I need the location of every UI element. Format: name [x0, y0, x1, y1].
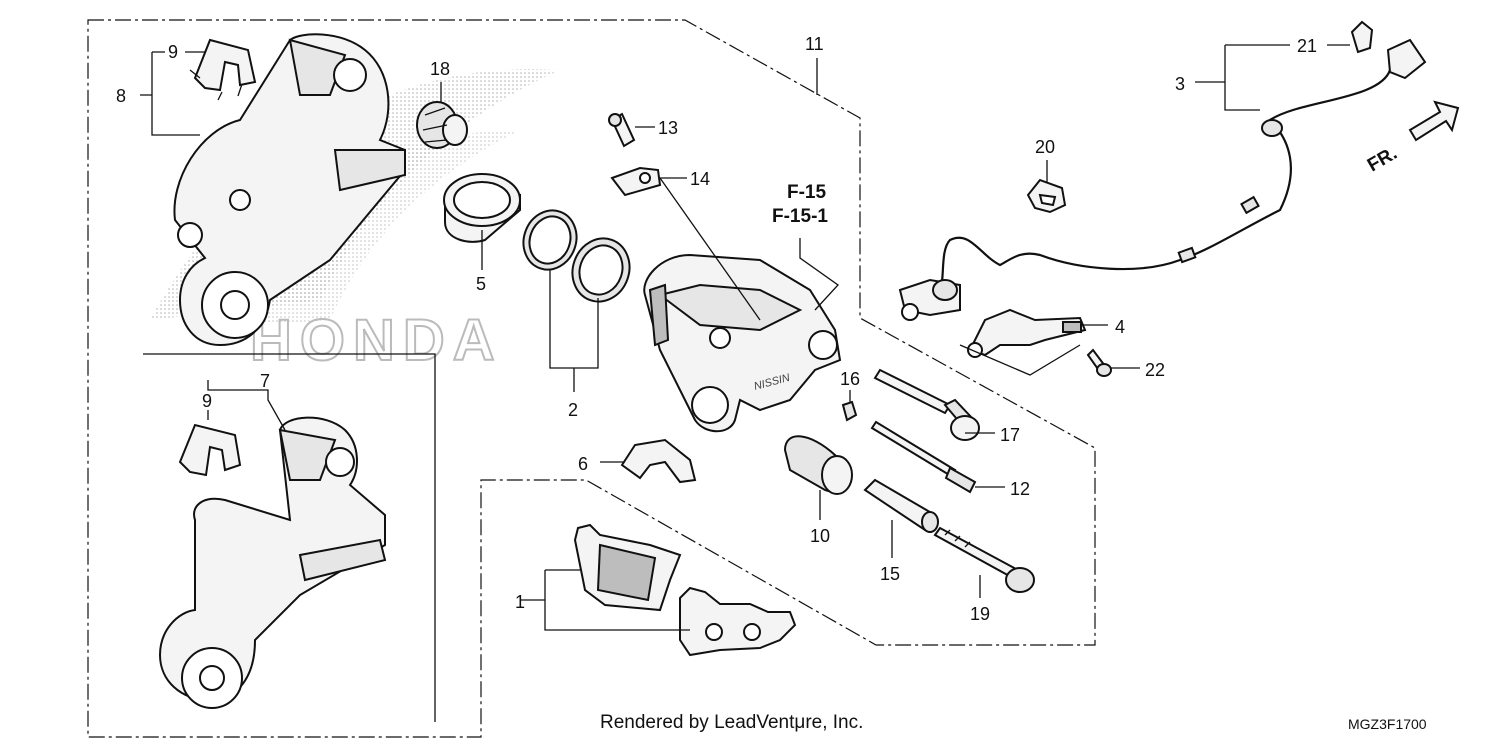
callout-16: 16: [840, 369, 860, 389]
front-direction-label: FR.: [1364, 143, 1401, 176]
honda-watermark-text: HONDA: [250, 308, 503, 373]
caliper-bracket-7: [158, 416, 387, 709]
leader-lines: [140, 44, 1350, 631]
bolt-22: [1086, 348, 1112, 377]
pad-spring-9-top: [189, 38, 257, 101]
callout-3: 3: [1175, 74, 1185, 94]
callout-8: 8: [116, 86, 126, 106]
assembly-outline-main: [87, 19, 1096, 738]
callout-12: 12: [1010, 479, 1030, 499]
bleeder-screw-13: [608, 112, 636, 148]
piston-5: [443, 173, 521, 243]
cap-14: [610, 166, 662, 197]
callout-5: 5: [476, 274, 486, 294]
callout-11: 11: [805, 34, 824, 54]
callout-4: 4: [1115, 317, 1125, 337]
callout-13: 13: [658, 118, 678, 138]
callout-18: 18: [430, 59, 450, 79]
nut-16: [841, 400, 858, 422]
seal-set-2: [522, 209, 631, 303]
pad-retainer-6: [620, 438, 697, 484]
callout-17: 17: [1000, 425, 1020, 445]
front-direction-arrow: FR.: [1364, 100, 1460, 176]
clip-21: [1350, 20, 1374, 54]
pin-bolt-17: [873, 368, 980, 441]
brake-pads-1: [573, 523, 797, 657]
callout-10: 10: [810, 526, 830, 546]
caliper-bracket-8: [173, 33, 406, 347]
caliper-body-11: NISSIN: [643, 253, 842, 433]
callout-9-lower: 9: [202, 391, 212, 411]
bolt-19: [933, 526, 1035, 593]
callout-9-top: 9: [168, 42, 178, 62]
sensor-bracket-4: [967, 308, 1087, 358]
abs-sensor-3: [898, 38, 1427, 321]
reference-f-15-1: F-15-1: [772, 206, 828, 227]
boot-10: [783, 435, 853, 495]
callout-7: 7: [260, 371, 270, 391]
render-credit: Rendered by LeadVentμre, Inc.: [600, 712, 864, 733]
callout-1: 1: [515, 592, 525, 612]
reference-f-15: F-15: [787, 182, 827, 203]
drawing-code: MGZ3F1700: [1348, 716, 1427, 732]
callout-6: 6: [578, 454, 588, 474]
callout-20: 20: [1035, 137, 1055, 157]
sleeve-15: [863, 478, 939, 533]
callout-21: 21: [1297, 36, 1317, 56]
callout-22: 22: [1145, 360, 1165, 380]
reference-codes: F-15 F-15-1: [772, 182, 828, 227]
pad-spring-9-lower: [178, 423, 242, 477]
callout-labels: 1 2 3 4 5 6 7 8 9 9 10 11 12 13 14 15 16…: [116, 34, 1317, 624]
callout-14: 14: [690, 169, 710, 189]
bracket-box-outline: [143, 353, 436, 722]
boot-18: [416, 101, 468, 149]
clamp-20: [1026, 178, 1067, 214]
callout-19: 19: [970, 604, 990, 624]
pin-12: [870, 420, 977, 494]
callout-15: 15: [880, 564, 900, 584]
callout-2: 2: [568, 400, 578, 420]
